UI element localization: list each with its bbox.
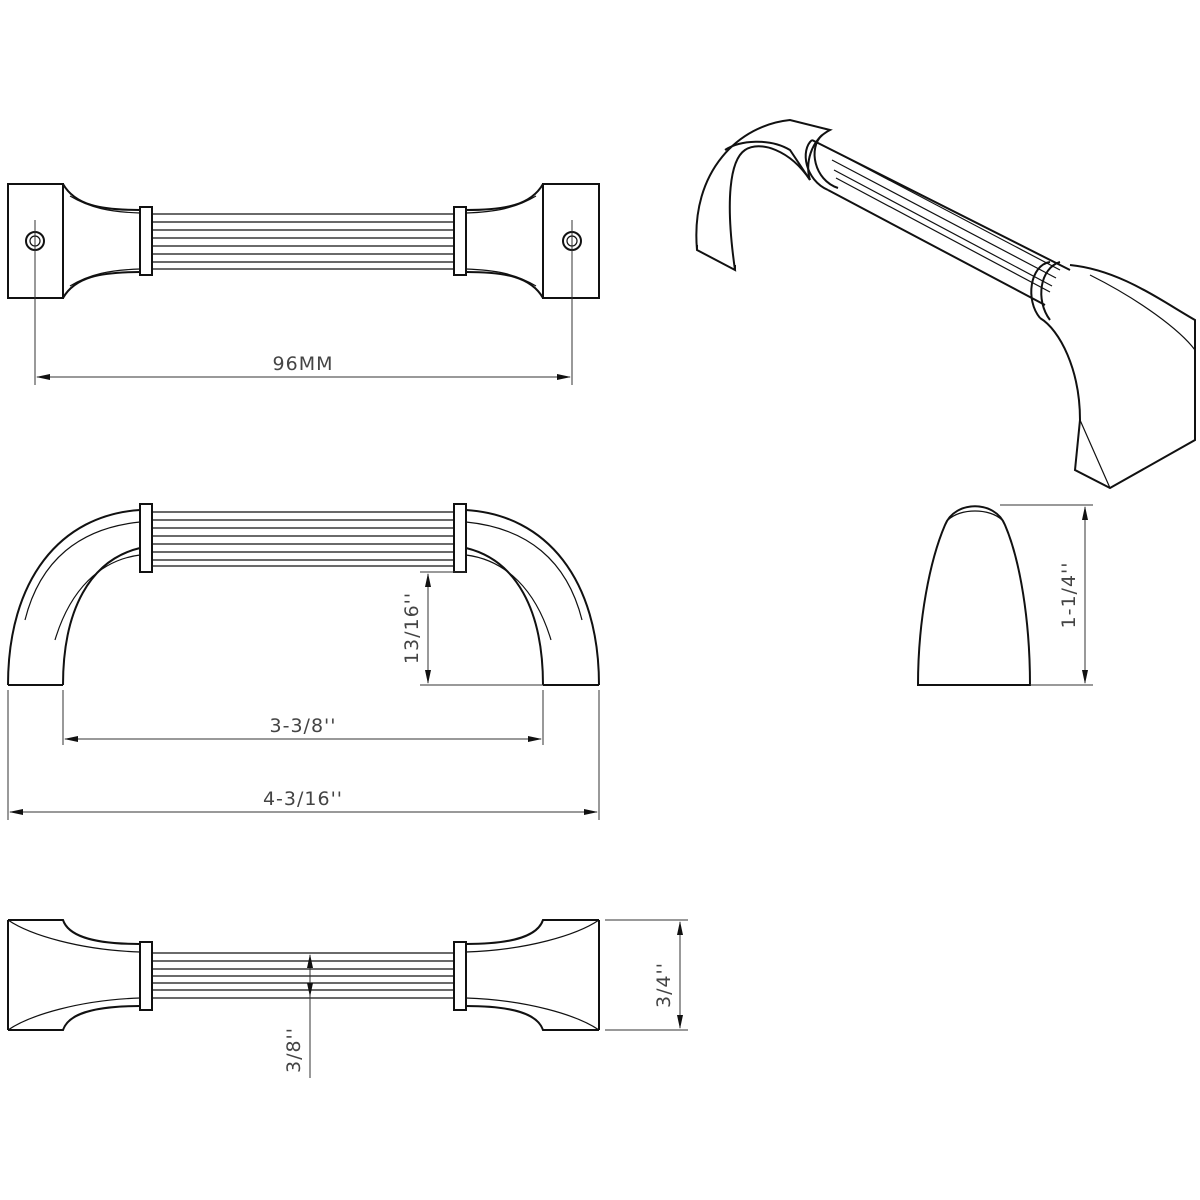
dim-inner-length: 3-3/8'': [270, 715, 337, 737]
dim-projection: 13/16'': [401, 592, 423, 664]
dim-overall-length: 4-3/16'': [263, 788, 343, 810]
side-view: [916, 504, 1093, 686]
dim-96mm: 96MM: [273, 353, 334, 375]
dim-base-width: 3/4'': [653, 962, 675, 1008]
bottom-view: [7, 919, 688, 1078]
dim-bar-diameter: 3/8'': [283, 1027, 305, 1073]
iso-view: [695, 118, 1196, 490]
front-view: [7, 503, 600, 820]
dim-height: 1-1/4'': [1058, 562, 1080, 629]
top-view: [7, 183, 600, 385]
